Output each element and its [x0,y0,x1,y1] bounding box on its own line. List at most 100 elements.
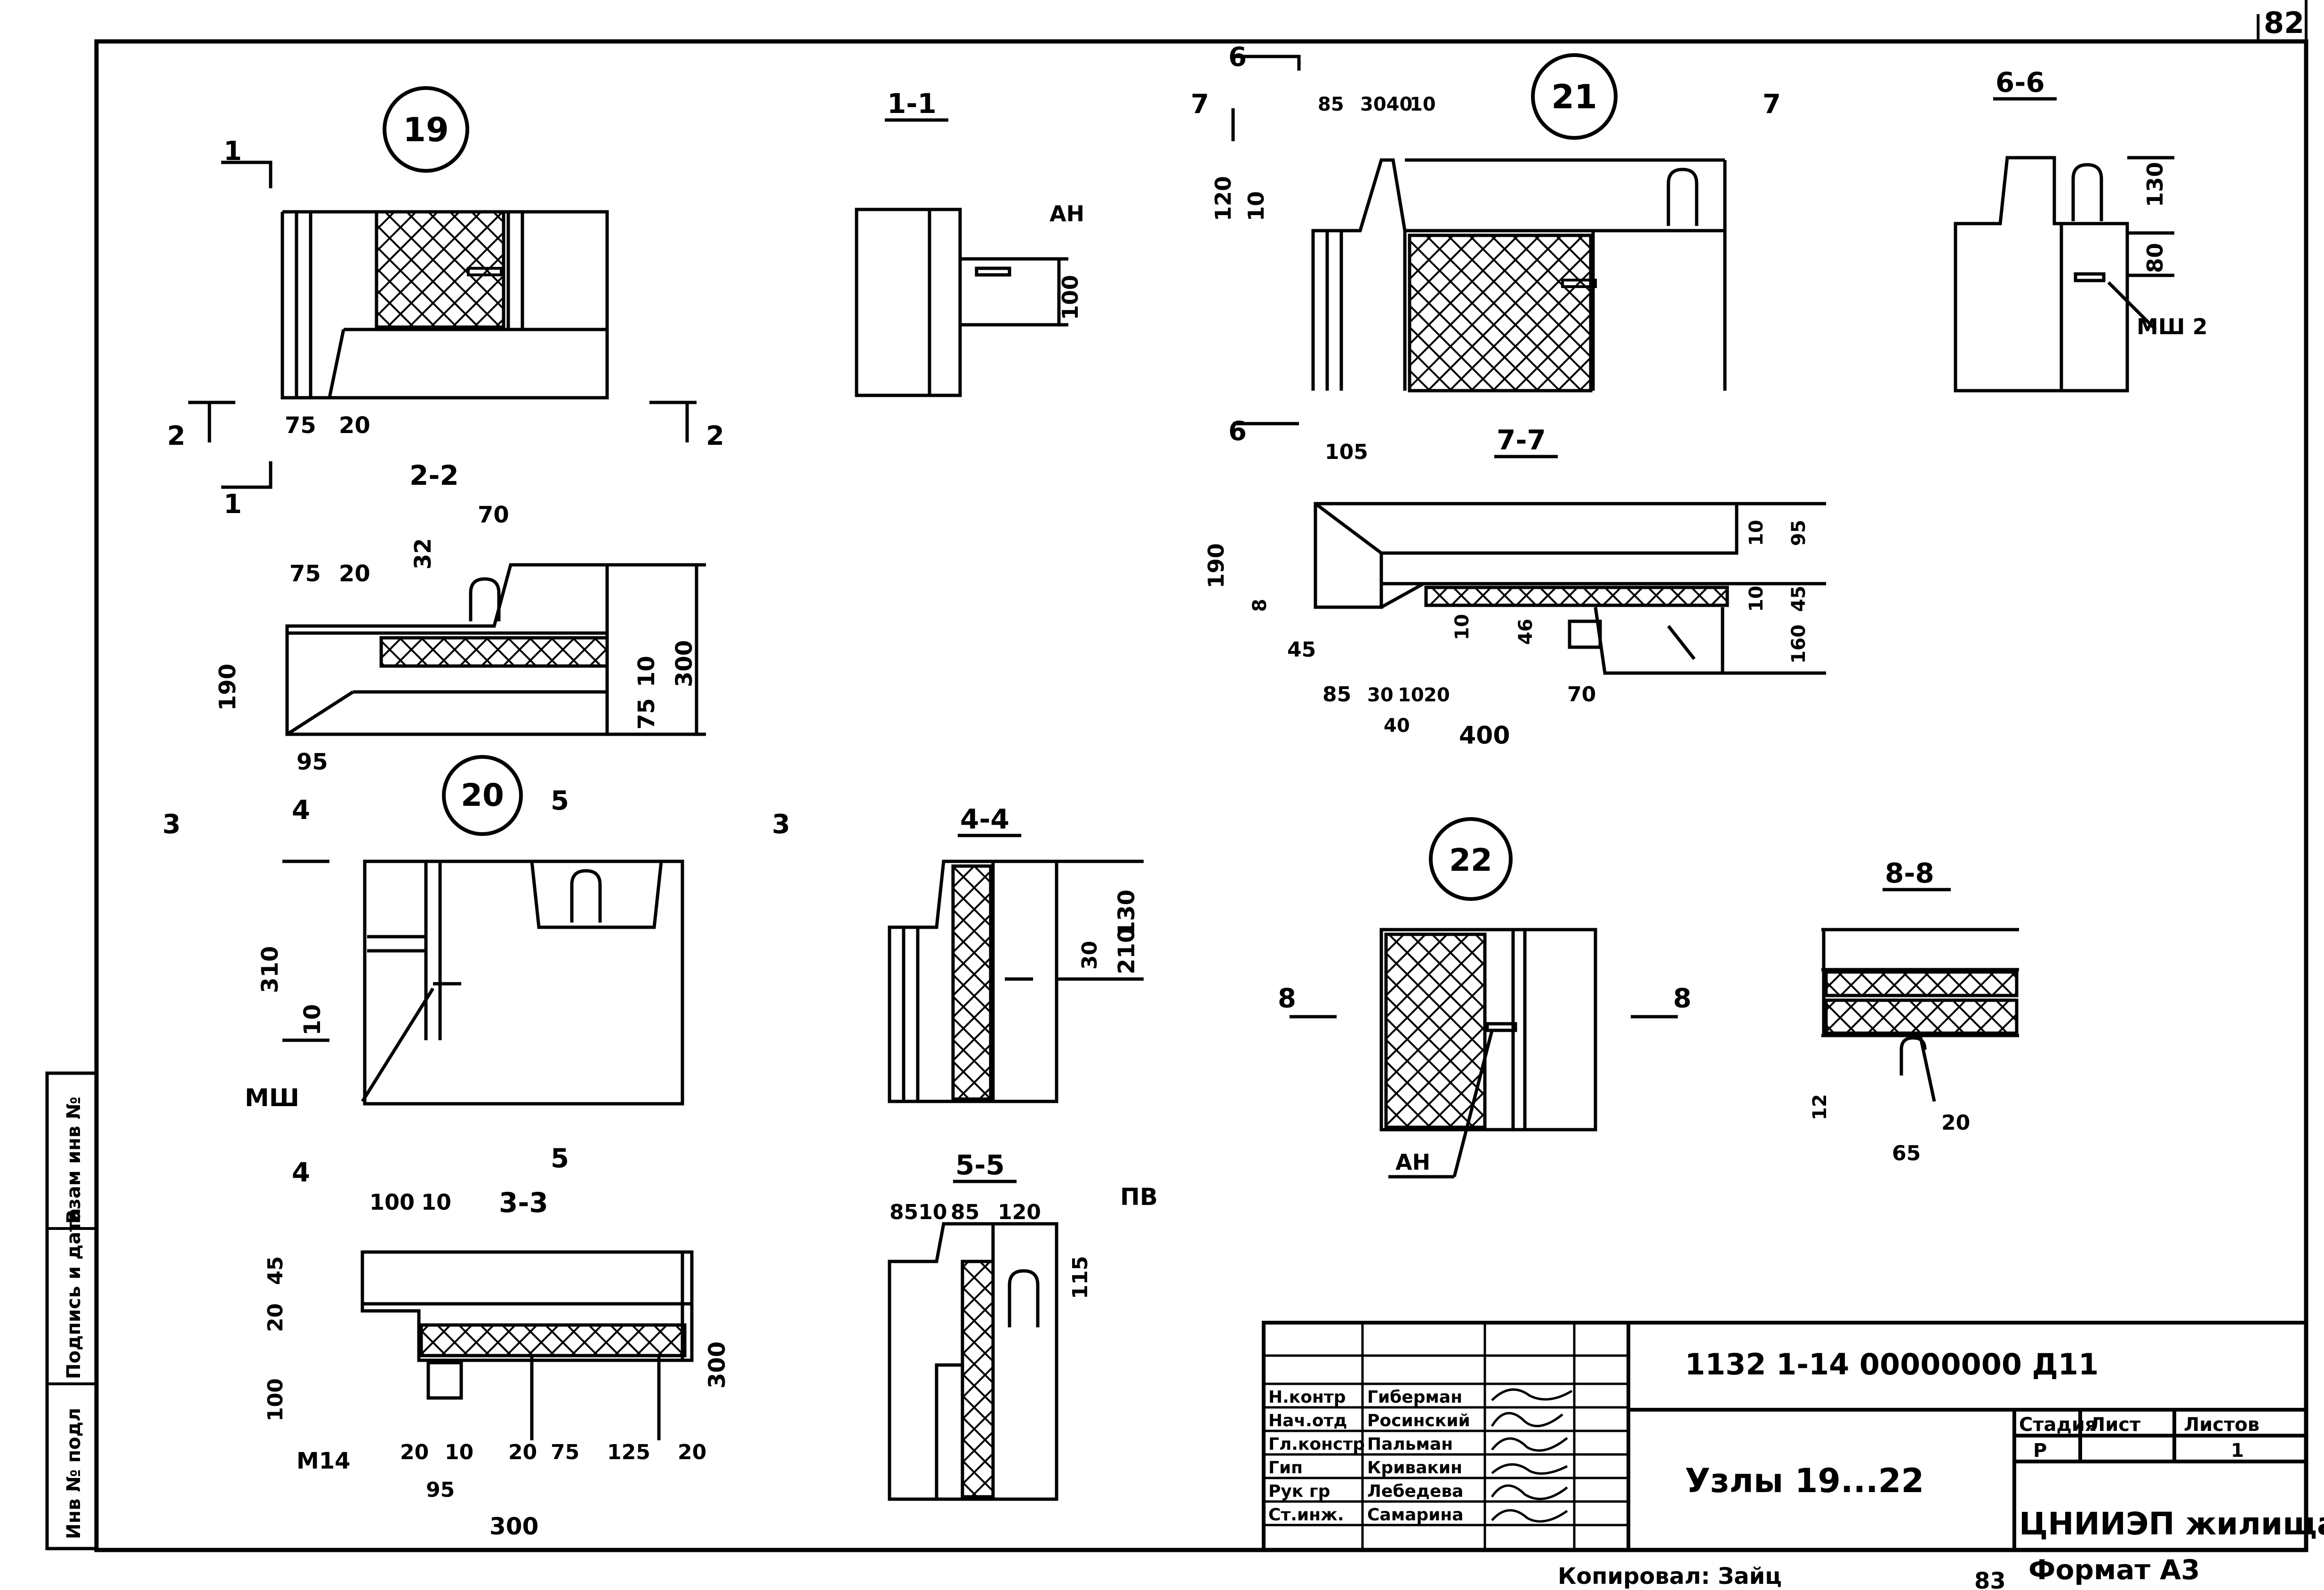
dim-100-1-1: 100 [1058,275,1083,320]
node-21-label: 21 [1551,78,1597,116]
signer-role-2: Нач.отд [1268,1411,1347,1430]
signer-name-6: Самарина [1367,1505,1464,1525]
section-2-2-title: 2-2 [409,459,459,491]
cut-7-left: 7 [1191,89,1209,120]
section-6-6: 6-6 130 80 МШ 2 [1954,66,2208,393]
signer-name-4: Кривакин [1367,1458,1462,1478]
cut-3-right: 3 [772,809,790,840]
sheet-frame [94,0,2308,1552]
node-19-view: 19 75 20 1 1 2 2 [167,86,724,520]
copied-label: Копировал: Зайц [1558,1563,1782,1590]
label-an-22: АН [1395,1149,1430,1175]
dim-100-3v: 100 [264,1378,288,1421]
dim-70-7: 70 [1567,683,1596,707]
dim-10-7a: 10 [1746,520,1767,546]
dim-75: 75 [285,412,316,439]
dim-210-4: 210 [1114,927,1140,974]
section-4-4-title: 4-4 [960,803,1010,835]
dim-80-6: 80 [2142,243,2168,273]
signatures [1491,1388,1573,1523]
signer-role-3: Гл.констр [1268,1435,1365,1454]
dim-190-2: 190 [215,664,241,711]
signer-name-5: Лебедева [1367,1482,1463,1501]
dim-30-7: 30 [1367,684,1394,706]
cut-4-bottom: 4 [292,1157,310,1188]
dim-10-21: 10 [1410,94,1436,115]
dim-20-8: 20 [1941,1111,1970,1135]
section-7-7-title: 7-7 [1497,424,1546,456]
node-22-label: 22 [1449,842,1492,878]
dim-300-3: 300 [489,1513,538,1540]
side-stamp-sign: Подпись и дата [63,1208,85,1379]
stage-header: Стадия [2019,1414,2097,1436]
cut-6-top: 6 [1228,42,1247,72]
dim-45-7v: 45 [1788,586,1810,612]
title-text: Узлы 19...22 [1685,1462,1924,1500]
cut-2-right: 2 [706,421,724,451]
label-msh: МШ [245,1084,299,1112]
dim-12-8: 12 [1809,1094,1831,1120]
sheet-header: Лист [2090,1414,2141,1436]
stage-value: Р [2033,1440,2047,1462]
node-22-marker [1429,817,1513,901]
section-3-3: 3-3 100 10 45 20 100 300 20 10 20 75 125… [264,1187,730,1540]
section-3-3-title: 3-3 [499,1187,548,1219]
dim-120-21: 120 [1210,176,1236,221]
signer-role-1: Н.контр [1268,1388,1346,1407]
dim-10-2: 10 [633,656,660,687]
bottom-page-number: 83 [1974,1568,2006,1590]
dim-20-7: 20 [1424,684,1450,706]
dim-300-2: 300 [671,640,697,687]
dim-125-3: 125 [607,1440,650,1464]
dim-130-4: 130 [1114,890,1140,937]
dim-190-7: 190 [1203,543,1229,588]
dim-160-7: 160 [1788,625,1810,664]
section-2-2: 2-2 75 20 70 32 190 95 300 10 75 [215,459,706,775]
dim-70-2: 70 [478,502,509,528]
cut-2-left: 2 [167,421,185,451]
cut-5-top: 5 [551,786,569,816]
label-pv: ПВ [1120,1183,1158,1211]
dim-45-7: 45 [1287,638,1316,662]
signer-name-2: Росинский [1367,1411,1470,1430]
dim-300-3v: 300 [704,1341,730,1389]
label-msh2: МШ 2 [2137,314,2208,339]
dim-95-2: 95 [297,749,328,775]
dim-30-4: 30 [1078,941,1102,970]
dim-75-2: 75 [289,561,321,587]
section-5-5: 5-5 8510 85 120 115 ПВ [888,1149,1158,1501]
cut-6-bottom: 6 [1228,416,1247,447]
dim-95-7: 95 [1788,520,1810,546]
cut-5-bottom: 5 [551,1143,569,1174]
dim-3040-21: 3040 [1360,94,1412,115]
dim-10-7b: 10 [1746,586,1767,612]
side-stamp: Инв № подл Подпись и дата Взам инв № [45,1071,98,1550]
node-21-marker [1531,53,1618,140]
dim-85-5: 85 [951,1200,979,1224]
signer-name-1: Гиберман [1367,1388,1462,1407]
dim-75-2v: 75 [633,698,660,730]
cut-3-left: 3 [162,809,181,840]
dim-10-21v: 10 [1243,191,1269,221]
sheets-header: Листов [2184,1414,2260,1436]
dim-10-7v: 10 [1451,614,1473,640]
node-21-view: 21 85 3040 10 120 10 6 6 7 7 [1191,42,1781,447]
dim-75-3: 75 [551,1440,579,1464]
format-label: Формат А3 [2028,1554,2200,1586]
dim-20-3v: 20 [264,1303,288,1332]
dim-100-3: 100 [369,1189,415,1215]
cut-1-bottom: 1 [224,489,242,520]
cut-8-right: 8 [1673,983,1691,1014]
dim-95-3: 95 [426,1478,455,1502]
section-1-1: 1-1 АН 100 [855,88,1084,397]
title-code: 1132 1-14 00000000 Д11 [1685,1347,2099,1381]
dim-20-3c: 20 [678,1440,706,1464]
section-7-7: 7-7 105 190 8 45 85 30 10 20 40 400 70 1… [1203,424,1826,750]
label-m14: М14 [297,1448,351,1474]
dim-45-3: 45 [264,1256,288,1285]
dim-120-5: 120 [998,1200,1041,1224]
dim-32-2: 32 [410,538,436,570]
dim-310: 310 [257,946,283,993]
dim-115-5: 115 [1068,1256,1092,1299]
